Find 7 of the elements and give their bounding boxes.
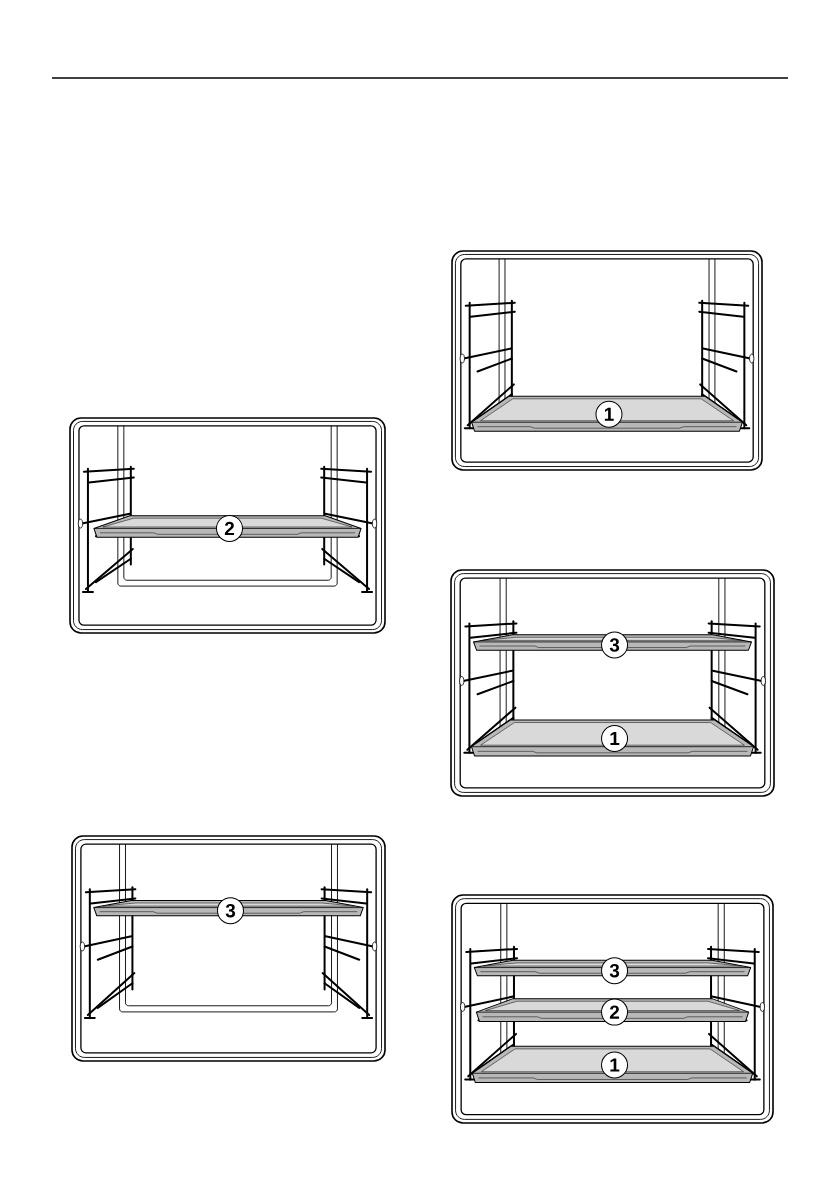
callout-number: 3	[217, 897, 244, 925]
callout-number: 1	[601, 725, 629, 752]
callout-number: 1	[595, 400, 623, 428]
callout-number: 3	[601, 631, 629, 659]
callout-number: 3	[601, 957, 629, 985]
callout-number: 2	[216, 514, 243, 542]
callout-number: 1	[601, 1051, 629, 1079]
